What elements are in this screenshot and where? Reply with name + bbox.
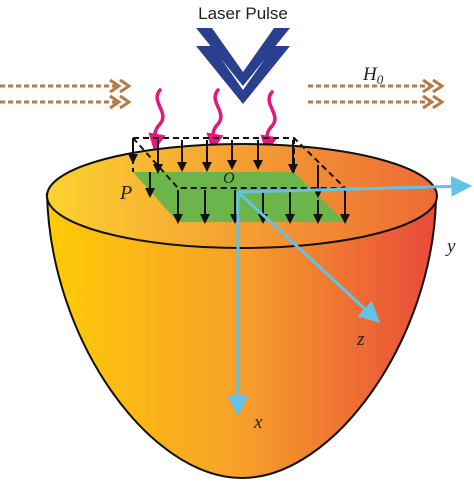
axis-z-label: z [356,329,365,350]
field-subscript: 0 [377,72,384,87]
origin-label: O [223,170,235,187]
magnetic-field-arrowheads [109,78,445,110]
axis-y-label: y [445,236,456,257]
laser-pulse-label: Laser Pulse [198,4,288,23]
surface-load-arrows [128,140,350,224]
heat-rays [148,88,278,154]
laser-pulse-chevrons [196,28,290,104]
field-label: H0 [362,64,384,87]
field-symbol: H [362,64,378,85]
axis-z-line [236,190,381,323]
coordinate-axes [227,175,473,417]
point-p-label: P [119,182,132,204]
magnetic-field-arrows [0,84,430,104]
axis-y-line [237,175,473,197]
axis-x-label: x [253,412,263,433]
